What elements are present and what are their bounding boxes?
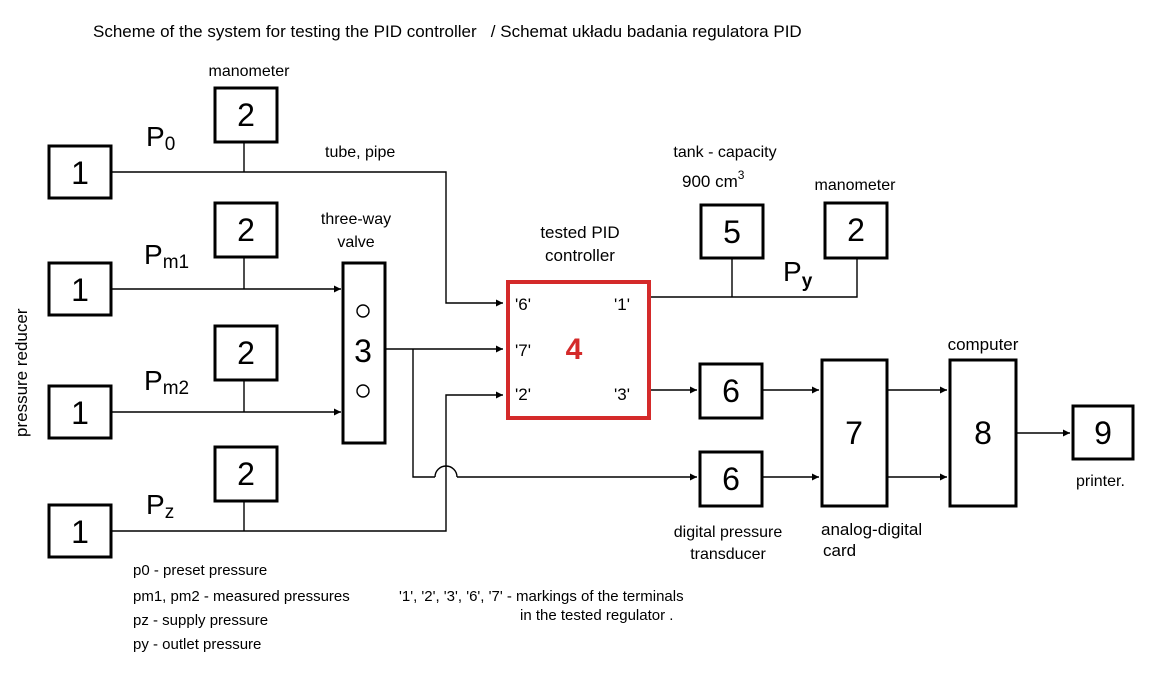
- adc-card-block: 7: [820, 358, 889, 508]
- svg-text:2: 2: [237, 456, 255, 492]
- svg-text:2: 2: [237, 212, 255, 248]
- controller-label-line1: tested PID: [540, 223, 619, 242]
- svg-text:2: 2: [847, 212, 865, 248]
- svg-text:9: 9: [1094, 415, 1112, 451]
- terminal-2: '2': [515, 385, 531, 404]
- svg-text:1: 1: [71, 155, 89, 191]
- legend-p0: p0 - preset pressure: [133, 562, 267, 579]
- controller-number: 4: [566, 333, 583, 366]
- tube-label: tube, pipe: [325, 144, 395, 161]
- tank-label-line2: 900 cm3: [682, 168, 745, 191]
- manometer-label-right: manometer: [815, 177, 897, 194]
- wire-pz: [111, 391, 503, 532]
- tank-block: 5: [699, 203, 765, 260]
- connection-wires: [111, 142, 1070, 532]
- manometer-block: 2: [213, 201, 279, 259]
- svg-text:7: 7: [845, 415, 863, 451]
- valve-label-line1: three-way: [321, 211, 391, 228]
- legend: p0 - preset pressure pm1, pm2 - measured…: [133, 562, 684, 653]
- wire-py: [650, 258, 858, 298]
- wire-p0: [111, 171, 503, 307]
- svg-text:1: 1: [71, 272, 89, 308]
- printer-label: printer.: [1076, 473, 1125, 490]
- computer-block: 8: [948, 358, 1018, 508]
- reducer-block: 1: [47, 384, 113, 440]
- valve-port-icon: [356, 384, 370, 398]
- transducer-label-line1: digital pressure: [674, 524, 783, 541]
- wire-valve-to-transducer: [412, 349, 435, 478]
- pressure-reducer-label: pressure reducer: [12, 308, 31, 437]
- manometer-label: manometer: [209, 63, 291, 80]
- svg-text:1: 1: [71, 395, 89, 431]
- svg-text:2: 2: [237, 335, 255, 371]
- pressure-pz: Pz: [146, 489, 174, 523]
- legend-markings-line1: '1', '2', '3', '6', '7' - markings of th…: [399, 588, 684, 605]
- tank-label-line1: tank - capacity: [673, 144, 776, 161]
- svg-text:8: 8: [974, 415, 992, 451]
- valve-port-icon: [356, 304, 370, 318]
- legend-pm: pm1, pm2 - measured pressures: [133, 588, 350, 605]
- svg-text:5: 5: [723, 214, 741, 250]
- wire-crossover-hop: [434, 465, 458, 478]
- svg-text:3: 3: [354, 333, 372, 369]
- transducer-label-line2: transducer: [690, 546, 766, 563]
- adc-label-line2: card: [823, 541, 856, 560]
- pressure-pm1: Pm1: [144, 239, 189, 273]
- manometer-block: 2: [213, 86, 279, 144]
- pressure-py: Py: [783, 256, 813, 292]
- manometer-block: 2: [823, 201, 889, 260]
- printer-block: 9: [1071, 404, 1135, 461]
- pid-controller: 4 '6' '1' '7' '2' '3': [506, 280, 651, 420]
- adc-label-line1: analog-digital: [821, 520, 922, 539]
- manometer-block: 2: [213, 324, 279, 382]
- reducer-block: 1: [47, 144, 113, 200]
- svg-text:6: 6: [722, 373, 740, 409]
- three-way-valve: 3: [341, 261, 387, 445]
- legend-markings-line2: in the tested regulator .: [520, 607, 673, 624]
- controller-label-line2: controller: [545, 246, 615, 265]
- diagram-title: Scheme of the system for testing the PID…: [93, 22, 802, 41]
- pressure-pm2: Pm2: [144, 365, 189, 399]
- terminal-1: '1': [614, 295, 630, 314]
- valve-label-line2: valve: [337, 234, 374, 251]
- terminal-7: '7': [515, 341, 531, 360]
- svg-text:1: 1: [71, 514, 89, 550]
- transducer-block: 6: [698, 450, 764, 508]
- reducer-block: 1: [47, 261, 113, 317]
- computer-label: computer: [948, 335, 1019, 354]
- transducer-block: 6: [698, 362, 764, 420]
- svg-text:6: 6: [722, 461, 740, 497]
- reducer-block: 1: [47, 503, 113, 559]
- legend-pz: pz - supply pressure: [133, 612, 268, 629]
- manometer-block: 2: [213, 445, 279, 503]
- pressure-p0: P0: [146, 121, 175, 155]
- legend-py: py - outlet pressure: [133, 636, 261, 653]
- terminal-6: '6': [515, 295, 531, 314]
- svg-text:2: 2: [237, 97, 255, 133]
- terminal-3: '3': [614, 385, 630, 404]
